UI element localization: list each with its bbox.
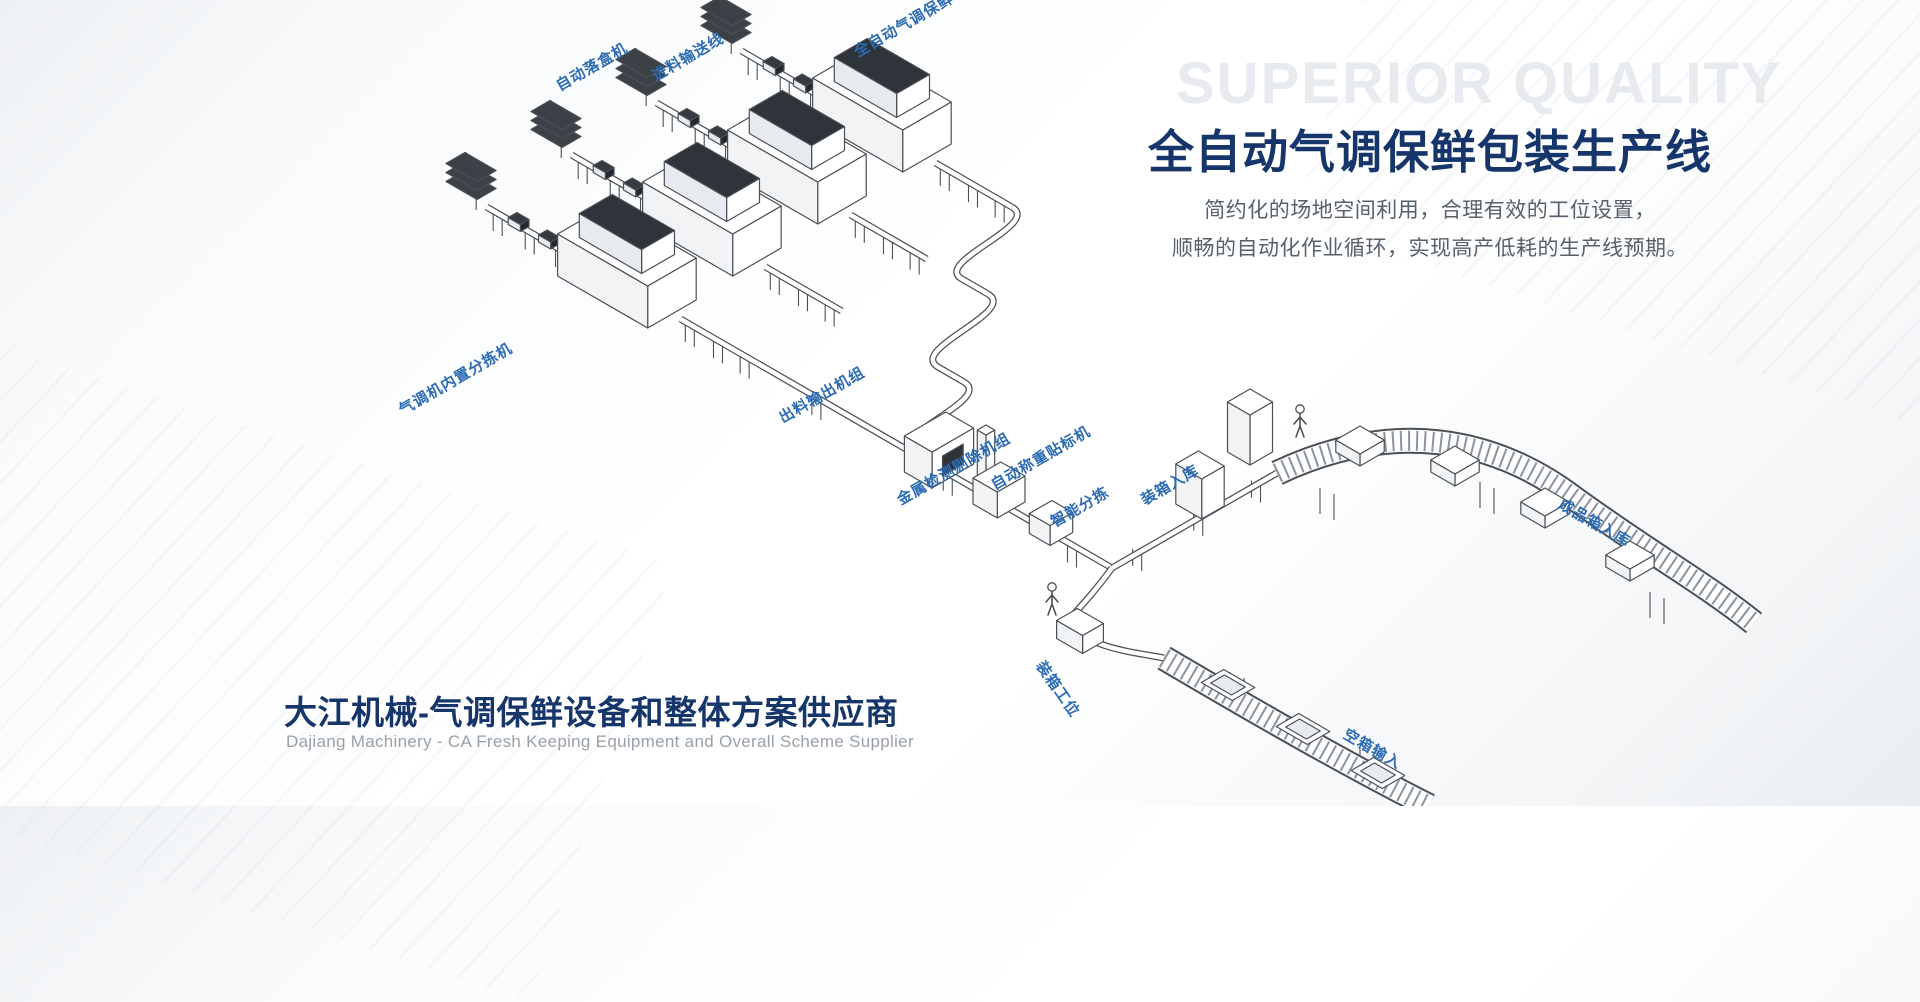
smart-sorter [1028,499,1074,547]
footer-title: 大江机械-气调保鲜设备和整体方案供应商 [284,694,899,731]
packaging-line-3 [530,99,844,327]
packing-station [1056,607,1104,655]
packaging-line-1 [700,0,1014,223]
hero-title: 全自动气调保鲜包装生产线 [1148,126,1712,178]
hero-subtitle-line1: 简约化的场地空间利用，合理有效的工位设置， [1204,199,1656,222]
empty-boxes [1200,668,1406,790]
footer-subtitle: Dajiang Machinery - CA Fresh Keeping Equ… [286,732,914,751]
packaging-line-4 [445,151,759,379]
production-line-illustration [445,0,1763,806]
weigh-labeller [972,424,1026,519]
output-merge-belts [905,204,1021,457]
finished-boxes [1335,425,1655,582]
worker-packing [1045,582,1059,616]
worker-junction [1293,404,1307,438]
hero-subtitle-line2: 顺畅的自动化作业循环，实现高产低耗的生产线预期。 [1172,237,1688,260]
metal-detector [903,411,975,489]
packaging-line-2 [615,47,929,275]
case-storage-cabinets [1175,388,1274,520]
junction-belt [1110,469,1279,572]
watermark-text: SUPERIOR QUALITY [1176,51,1782,116]
finished-box-roller-conveyor [1271,427,1763,634]
